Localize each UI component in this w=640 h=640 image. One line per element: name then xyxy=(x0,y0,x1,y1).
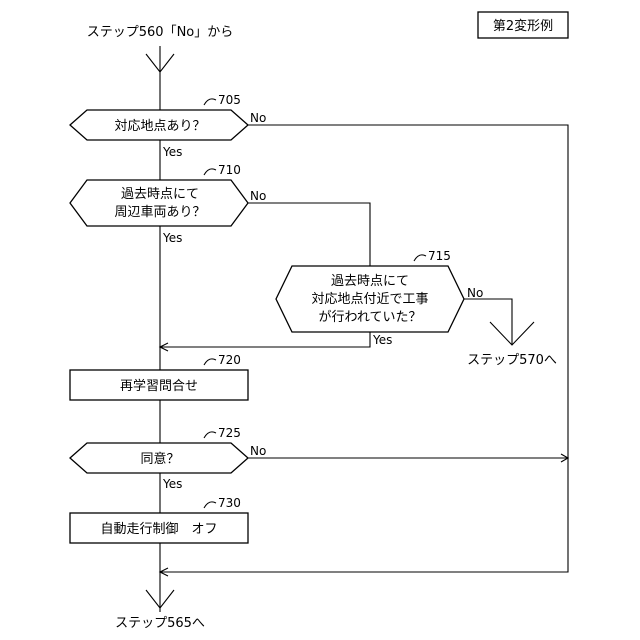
decision-710-text-2: 周辺車両あり？ xyxy=(114,205,205,220)
branch-710-yes: Yes xyxy=(162,231,182,245)
branch-715-no: No xyxy=(467,286,483,300)
decision-705-text: 対応地点あり？ xyxy=(114,119,205,134)
process-720-text: 再学習問合せ xyxy=(120,378,198,394)
decision-710: 過去時点にて 周辺車両あり？ 710 xyxy=(70,163,248,226)
ref-leader-710 xyxy=(204,169,216,175)
ref-leader-725 xyxy=(204,432,216,438)
flow-715-no-570 xyxy=(464,299,534,345)
ref-720: 720 xyxy=(218,353,241,367)
flow-715-yes-merge xyxy=(160,332,370,351)
ref-730: 730 xyxy=(218,496,241,510)
branch-715-yes: Yes xyxy=(372,333,392,347)
decision-715-text-1: 過去時点にて xyxy=(331,274,409,289)
decision-715-text-2: 対応地点付近で工事 xyxy=(311,292,428,307)
branch-705-yes: Yes xyxy=(162,145,182,159)
branch-710-no: No xyxy=(250,189,266,203)
decision-705: 対応地点あり？ 705 xyxy=(70,93,248,140)
decision-715-text-3: が行われていた？ xyxy=(319,310,422,325)
ref-710: 710 xyxy=(218,163,241,177)
figure-label-text: 第2変形例 xyxy=(493,18,553,34)
flow-710-no-715 xyxy=(248,203,370,266)
branch-725-yes: Yes xyxy=(162,477,182,491)
process-730-text: 自動走行制御 オフ xyxy=(100,522,217,537)
entry-label: ステップ560「No」から xyxy=(87,25,234,40)
entry-arrow xyxy=(146,46,174,110)
ref-715: 715 xyxy=(428,249,451,263)
ref-705: 705 xyxy=(218,93,241,107)
decision-725: 同意？ 725 xyxy=(70,426,248,473)
branch-725-no: No xyxy=(250,444,266,458)
exit-arrow-565 xyxy=(146,543,174,612)
ref-leader-730 xyxy=(204,502,216,508)
decision-725-text: 同意？ xyxy=(140,451,179,467)
process-720: 再学習問合せ 720 xyxy=(70,353,248,400)
decision-710-text-1: 過去時点にて xyxy=(121,187,199,202)
figure-label: 第2変形例 xyxy=(478,12,568,38)
ref-leader-720 xyxy=(204,359,216,365)
branch-705-no: No xyxy=(250,111,266,125)
ref-leader-705 xyxy=(204,99,216,105)
ref-leader-715 xyxy=(414,255,426,261)
process-730: 自動走行制御 オフ 730 xyxy=(70,496,248,543)
ref-725: 725 xyxy=(218,426,241,440)
exit-step-565: ステップ565へ xyxy=(115,616,205,631)
flow-725-no-right xyxy=(248,454,568,462)
exit-step-570: ステップ570へ xyxy=(467,353,557,368)
